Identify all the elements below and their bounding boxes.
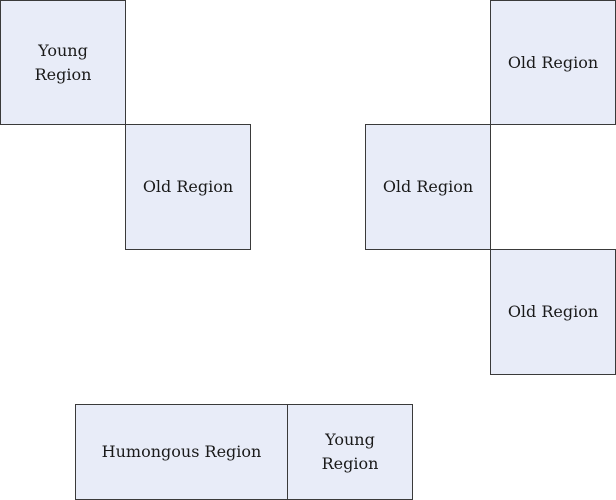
humongous-region-box: Humongous Region xyxy=(75,404,288,500)
region-label: Humongous Region xyxy=(101,442,262,461)
young-region-box: Young Region xyxy=(287,404,413,500)
old-region-box: Old Region xyxy=(490,249,616,375)
old-region-box: Old Region xyxy=(125,124,251,250)
old-region-box: Old Region xyxy=(490,0,616,125)
region-label: Old Region xyxy=(382,177,474,196)
young-region-box: Young Region xyxy=(0,0,126,125)
region-label: Old Region xyxy=(507,302,599,321)
old-region-box: Old Region xyxy=(365,124,491,250)
region-label: Young Region xyxy=(321,430,379,473)
region-label: Young Region xyxy=(34,40,92,84)
region-label: Old Region xyxy=(507,52,599,72)
region-label: Old Region xyxy=(142,177,234,196)
